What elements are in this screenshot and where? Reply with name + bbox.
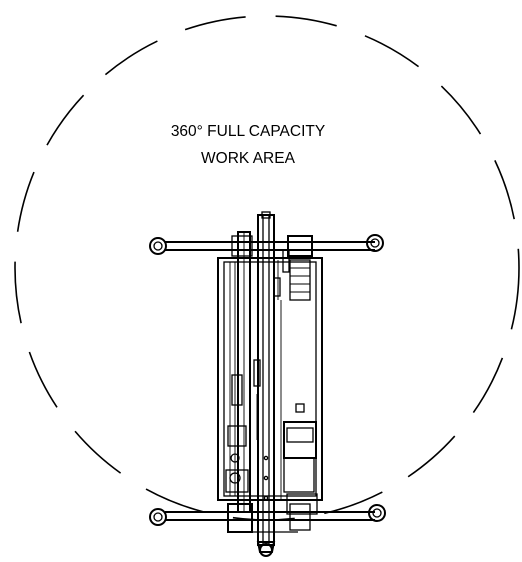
outrigger-pad-bottom-left — [149, 508, 167, 526]
boom-attachments — [253, 359, 269, 501]
work-area-boundary — [14, 15, 520, 521]
outrigger-pad-top-right — [366, 234, 384, 252]
work-area-label-line2: WORK AREA — [201, 150, 296, 167]
bottom-outrigger — [149, 504, 386, 526]
top-outrigger — [149, 234, 384, 255]
chassis — [217, 257, 323, 501]
work-area-label-line1: 360° FULL CAPACITY — [171, 123, 325, 140]
outrigger-pad-bottom-right — [368, 504, 386, 522]
outrigger-pad-top-left — [149, 237, 167, 255]
rear-hub — [227, 503, 311, 557]
machine-top-view — [149, 211, 386, 557]
left-column — [225, 231, 253, 513]
right-components — [273, 235, 318, 515]
